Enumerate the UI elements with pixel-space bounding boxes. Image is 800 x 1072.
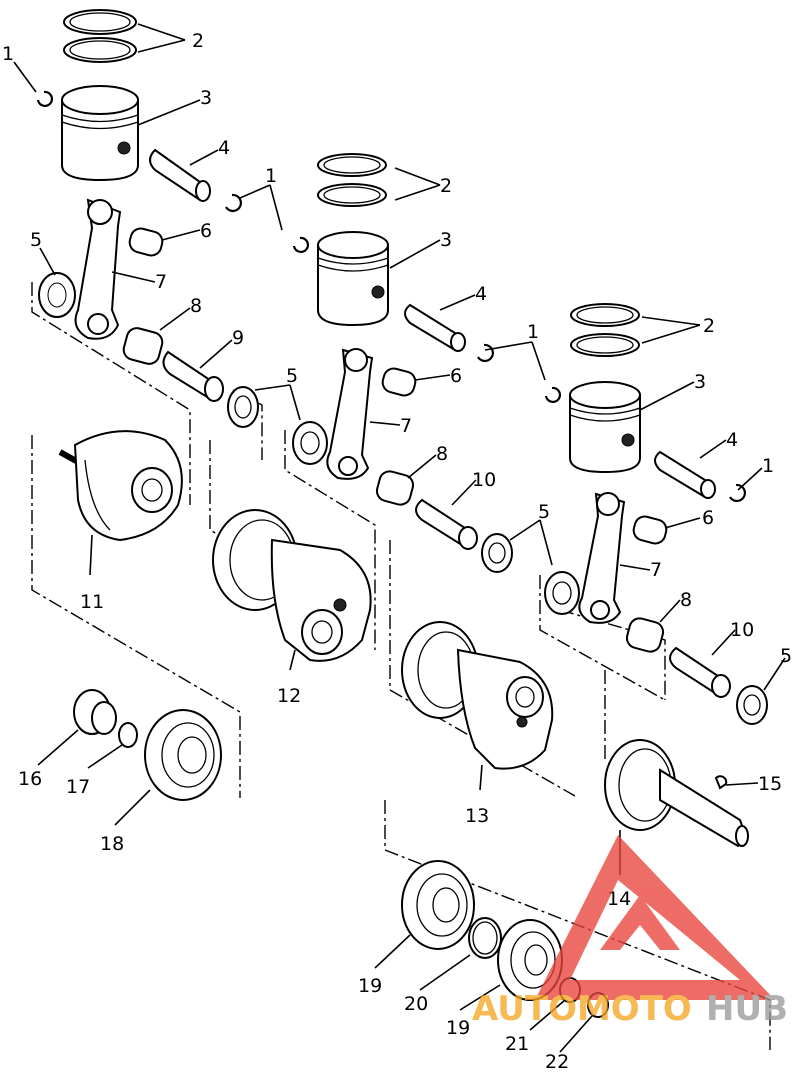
needle-bearing-icon: [381, 367, 417, 397]
label-3: 3: [200, 87, 212, 109]
cylinder-2-group: [292, 153, 513, 573]
needle-bearing-icon: [632, 515, 668, 545]
label-21: 21: [505, 1033, 529, 1055]
label-5: 5: [30, 229, 42, 251]
needle-bearing-icon: [625, 617, 665, 653]
label-2: 2: [440, 175, 452, 197]
label-8: 8: [436, 443, 448, 465]
piston-ring-icon: [317, 153, 387, 177]
piston-ring-icon: [570, 333, 640, 357]
crankshaft-taper-icon: [659, 768, 745, 848]
label-19: 19: [358, 975, 382, 997]
oil-seal-icon: [736, 685, 768, 725]
label-2: 2: [192, 30, 204, 52]
label-1: 1: [527, 321, 539, 343]
label-1: 1: [762, 455, 774, 477]
label-18: 18: [100, 833, 124, 855]
needle-bearing-icon: [128, 227, 164, 257]
connecting-rod-icon: [326, 348, 374, 480]
watermark-triangle-icon: [535, 835, 775, 1000]
piston-ring-icon: [317, 183, 387, 207]
circlip-icon: [544, 386, 561, 403]
label-5: 5: [286, 365, 298, 387]
label-14: 14: [607, 888, 631, 910]
snap-ring-icon: [118, 722, 138, 748]
piston-ring-icon: [570, 303, 640, 327]
crank-section-11: [58, 430, 183, 542]
part-labels: 1 2 3 4 1 5 6 7 8 9 2 3 4 1 5 6 7 8 10 2…: [2, 30, 792, 1072]
crank-section-13: [401, 621, 554, 770]
label-12: 12: [277, 685, 301, 707]
circlip-icon: [225, 193, 242, 213]
label-3: 3: [694, 371, 706, 393]
piston-icon: [569, 394, 641, 474]
label-4: 4: [475, 283, 487, 305]
circlip-icon: [292, 236, 309, 253]
snap-ring-icon: [468, 917, 502, 959]
label-20: 20: [404, 993, 428, 1015]
label-6: 6: [200, 220, 212, 242]
label-13: 13: [465, 805, 489, 827]
watermark-text-gray: HUB: [706, 989, 788, 1029]
label-5: 5: [538, 501, 550, 523]
cylinder-3-group: [544, 303, 768, 725]
label-10: 10: [730, 619, 754, 641]
label-6: 6: [702, 507, 714, 529]
oil-seal-icon: [544, 571, 580, 615]
label-6: 6: [450, 365, 462, 387]
label-17: 17: [66, 776, 90, 798]
label-7: 7: [650, 559, 662, 581]
label-15: 15: [758, 773, 782, 795]
bearing-group-left: [73, 689, 222, 801]
label-8: 8: [680, 589, 692, 611]
piston-ring-icon: [63, 9, 137, 35]
label-9: 9: [232, 327, 244, 349]
oil-seal-icon: [292, 421, 328, 465]
crankshaft-web-icon: [73, 430, 183, 542]
label-1: 1: [2, 43, 14, 65]
label-4: 4: [726, 429, 738, 451]
label-22: 22: [545, 1051, 569, 1072]
needle-bearing-icon: [375, 470, 415, 506]
piston-ring-icon: [63, 37, 137, 63]
watermark-logo: AUTOMOTO HUB: [472, 835, 788, 1029]
needle-bearing-icon: [122, 327, 164, 365]
crank-section-12: [212, 509, 372, 662]
label-16: 16: [18, 768, 42, 790]
piston-icon: [317, 244, 389, 327]
cylinder-1-group: [36, 9, 259, 428]
ball-bearing-icon: [144, 709, 222, 801]
label-7: 7: [155, 271, 167, 293]
oil-seal-icon: [481, 533, 513, 573]
crank-section-14: [604, 739, 749, 848]
oil-seal-icon: [227, 386, 259, 428]
label-3: 3: [440, 229, 452, 251]
label-11: 11: [80, 591, 104, 613]
circlip-icon: [729, 483, 746, 503]
woodruff-key-icon: [714, 775, 728, 790]
circlip-icon: [36, 90, 53, 107]
circlip-icon: [477, 343, 494, 363]
connecting-rod-icon: [578, 492, 626, 624]
label-2: 2: [703, 315, 715, 337]
label-10: 10: [472, 469, 496, 491]
label-5: 5: [780, 645, 792, 667]
label-8: 8: [190, 295, 202, 317]
label-4: 4: [218, 137, 230, 159]
label-19: 19: [446, 1017, 470, 1039]
ball-bearing-icon: [401, 860, 475, 950]
label-7: 7: [400, 415, 412, 437]
label-1: 1: [265, 165, 277, 187]
watermark-text-orange: AUTOMOTO: [472, 989, 692, 1029]
connecting-rod-icon: [74, 198, 122, 340]
